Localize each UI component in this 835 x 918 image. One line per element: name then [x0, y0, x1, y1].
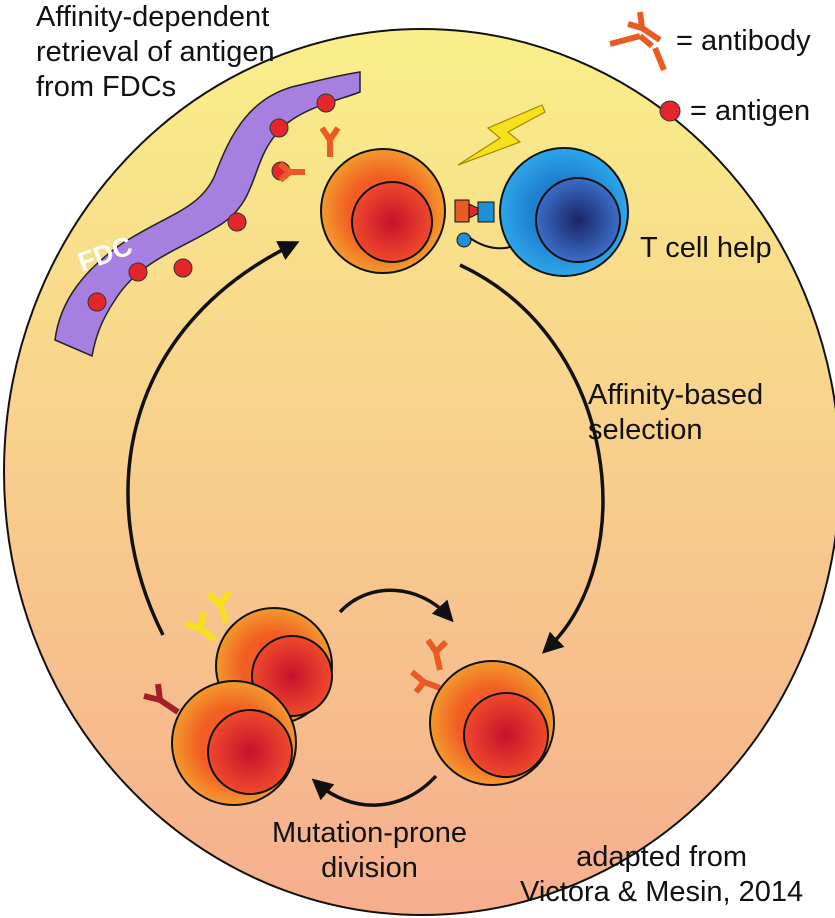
arrow-division-right	[338, 588, 454, 623]
arrow-selection-down	[459, 263, 605, 654]
peptide-mhc	[468, 203, 486, 219]
fdc-shape	[54, 71, 361, 358]
selection-label: Affinity-based selection	[588, 379, 764, 446]
antibody-icon	[278, 161, 305, 183]
antibody-icon	[143, 683, 180, 715]
t-cell	[456, 147, 629, 277]
co-receptor-dot	[456, 232, 472, 248]
tcr-receptor	[477, 201, 495, 223]
credit-label: adapted from Victora & Mesin, 2014	[520, 841, 804, 908]
antigen-dot	[227, 212, 247, 232]
antibody-icon	[185, 611, 217, 643]
b-cell-nucleus	[351, 181, 433, 263]
lightning-icon	[457, 104, 546, 166]
antigen-dot	[269, 118, 289, 138]
antigen-dot	[128, 262, 148, 282]
bottom-right-b-cell	[410, 638, 555, 786]
antibody-icon	[410, 669, 442, 694]
arrow-division-left	[311, 774, 438, 807]
dividing-b-cells	[143, 590, 333, 806]
antibody-icon	[206, 590, 233, 623]
antigen-dot	[316, 93, 336, 113]
t-cell-help-label: T cell help	[640, 232, 772, 264]
retrieval-label: Affinity-dependent retrieval of antigen …	[36, 1, 275, 103]
antibody-icon	[319, 126, 341, 157]
t-cell-nucleus	[535, 177, 621, 263]
top-b-cell	[278, 126, 486, 274]
b-cell-nucleus	[463, 692, 549, 778]
bcr-tcr-contact	[454, 199, 470, 223]
legend-antibody-label: = antibody	[676, 25, 811, 57]
legend-antigen-label: = antigen	[690, 95, 811, 127]
antigen-dot	[87, 292, 107, 312]
legend-antigen-icon	[659, 100, 681, 122]
legend-antibody-icon	[609, 11, 667, 72]
arrow-retrieval-up	[126, 241, 300, 636]
mutation-label: Mutation-prone division	[272, 817, 468, 884]
b-cell-nucleus	[207, 709, 293, 795]
antigen-dot	[173, 258, 193, 278]
antibody-icon	[425, 638, 449, 671]
